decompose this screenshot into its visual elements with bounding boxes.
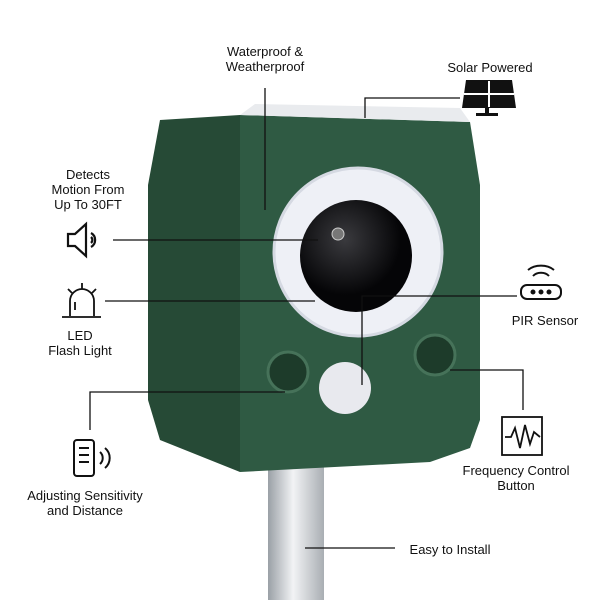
waterproof-label: Waterproof &Weatherproof bbox=[226, 44, 305, 74]
sensitivity-line2: and Distance bbox=[47, 503, 123, 518]
speaker-lens bbox=[300, 200, 412, 312]
device-side-panel bbox=[148, 115, 240, 472]
install-label: Easy to Install bbox=[409, 542, 491, 557]
motion-line2: Motion From bbox=[51, 182, 125, 197]
waveform-icon bbox=[501, 416, 543, 456]
solar-top bbox=[240, 104, 470, 122]
alarm-light-icon bbox=[62, 283, 101, 318]
motion-line3: Up To 30FT bbox=[54, 197, 122, 212]
mounting-pole bbox=[268, 460, 324, 600]
sensitivity-knob[interactable] bbox=[266, 350, 310, 394]
dial-icon bbox=[73, 439, 111, 477]
frequency-line1: Frequency Control bbox=[462, 463, 570, 478]
led-line1: LED bbox=[67, 328, 93, 343]
speaker-icon bbox=[66, 221, 97, 259]
frequency-line2: Button bbox=[497, 478, 535, 493]
frequency-knob[interactable] bbox=[413, 333, 457, 377]
pir-label: PIR Sensor bbox=[511, 313, 579, 328]
motion-line1: Detects bbox=[65, 167, 111, 182]
pir-dome bbox=[319, 362, 371, 414]
sensitivity-line1: Adjusting Sensitivity bbox=[27, 488, 143, 503]
sensor-icon bbox=[520, 264, 562, 300]
solar-label: Solar Powered bbox=[447, 60, 533, 75]
solar-panel-icon bbox=[462, 80, 516, 116]
led-line2: Flash Light bbox=[48, 343, 112, 358]
callout-lines bbox=[89, 88, 524, 549]
waterproof-line2: Weatherproof bbox=[225, 59, 305, 74]
waterproof-line1: Waterproof & bbox=[226, 44, 304, 59]
